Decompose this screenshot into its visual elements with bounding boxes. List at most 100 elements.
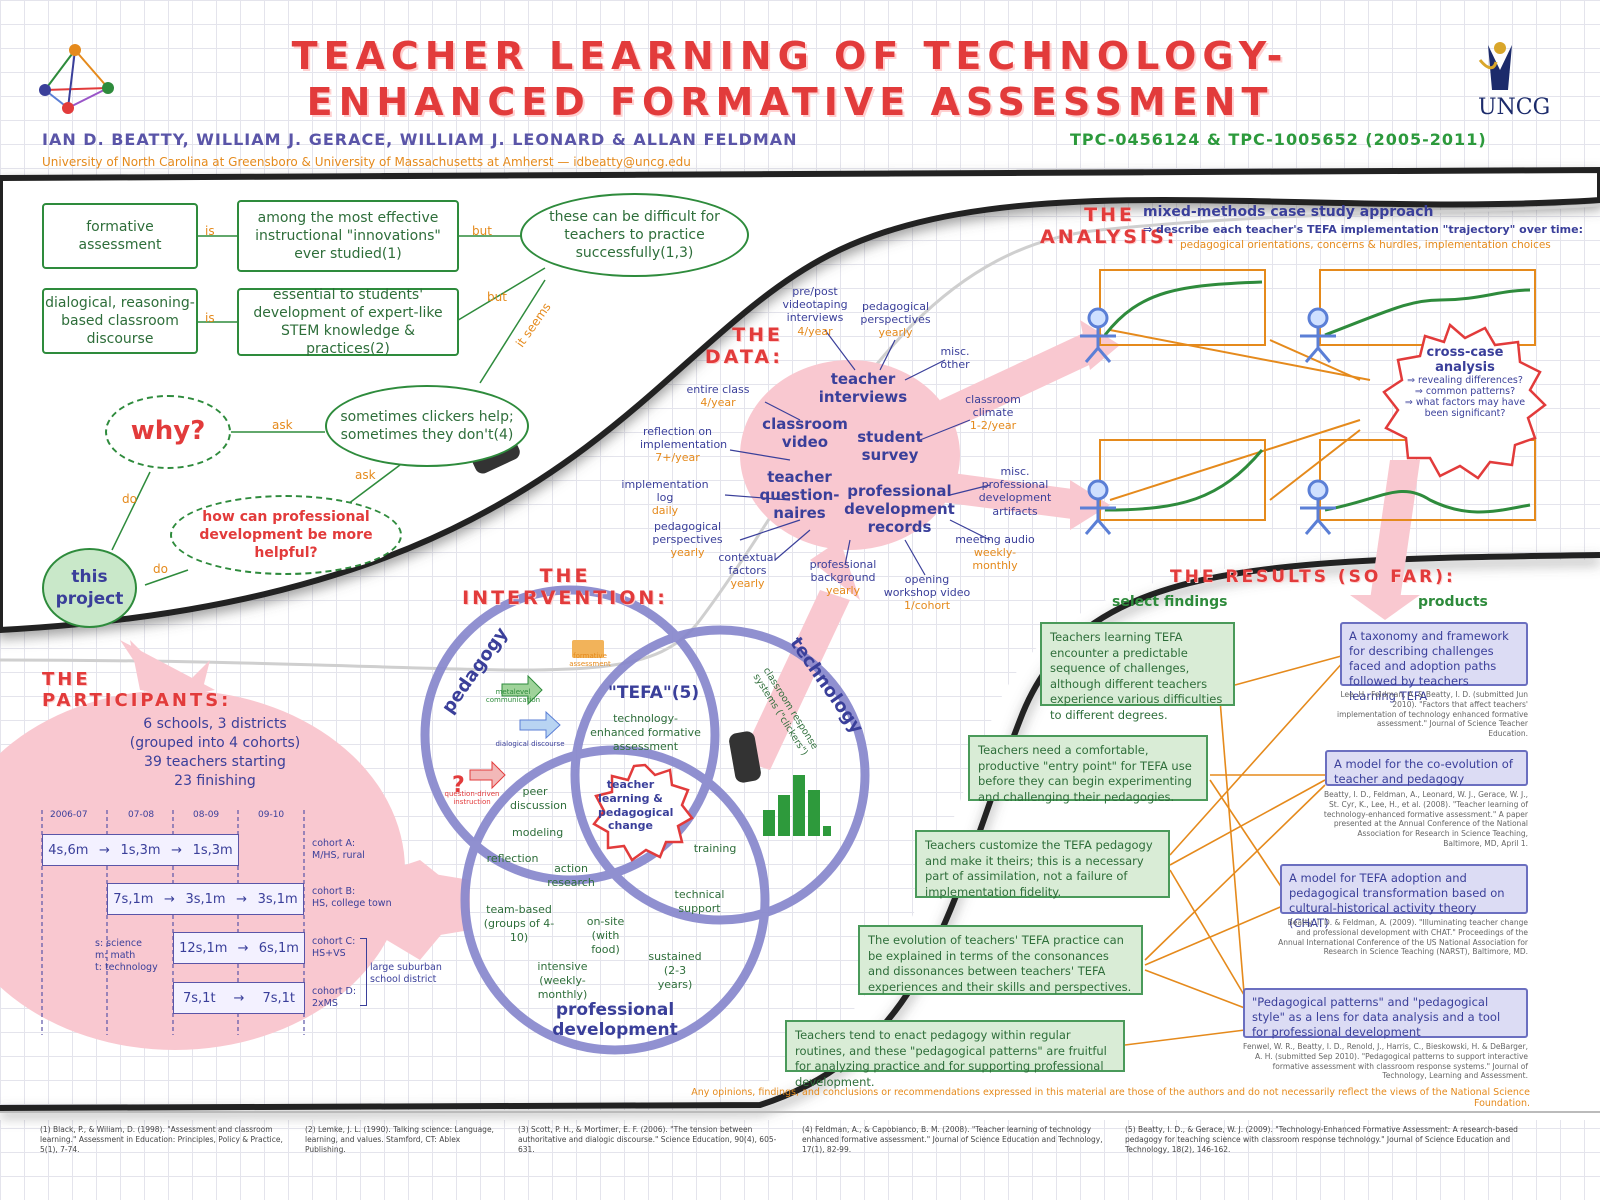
reference-2: (2) Lemke, J. L. (1990). Talking science… <box>305 1125 494 1154</box>
icon-question-driven: question-driven instruction <box>444 790 500 807</box>
link-do-1: do <box>122 492 137 506</box>
link-is-1: is <box>205 224 215 238</box>
results-heading: THE RESULTS (SO FAR): <box>1170 567 1456 587</box>
product-1-cite: Lee, H., Feldman, A. & Beatty, I. D. (su… <box>1337 690 1528 738</box>
district-bracket <box>360 938 367 1006</box>
reference-5: (5) Beatty, I. D., & Gerace, W. J. (2009… <box>1125 1125 1518 1154</box>
data-pd-records: professional development records <box>844 482 955 536</box>
link-ask-2: ask <box>355 468 376 482</box>
cohort-b-label: cohort B:HS, college town <box>312 886 392 909</box>
title-line-1: TEACHER LEARNING OF TECHNOLOGY- <box>291 34 1289 78</box>
formative-assessment-box: formative assessment <box>42 203 198 269</box>
participants-summary: 6 schools, 3 districts (grouped into 4 c… <box>129 716 301 789</box>
year-4: 09-10 <box>258 810 285 820</box>
logo-tetrahedron <box>39 44 114 114</box>
data-teacher-questionnaires: teacher question-naires <box>759 468 840 522</box>
this-project-cloud: this project <box>42 548 137 628</box>
analysis-method: mixed-methods case study approach <box>1143 204 1434 220</box>
analysis-graphs <box>1099 269 1536 521</box>
cohort-a-label: cohort A:M/HS, rural <box>312 838 365 861</box>
classroom-discourse-box: dialogical, reasoning-based classroom di… <box>42 288 198 354</box>
uncg-logo-text: UNCG <box>1478 95 1551 120</box>
difficult-oval: these can be difficult for teachers to p… <box>520 193 749 277</box>
finding-3: Teachers customize the TEFA pedagogy and… <box>915 830 1170 899</box>
link-is-2: is <box>205 311 215 325</box>
year-1: 2006-07 <box>50 810 88 820</box>
grant-numbers: TPC-0456124 & TPC-1005652 (2005-2011) <box>1070 130 1487 149</box>
icon-formative-assessment: formative assessment <box>569 652 611 669</box>
product-2-cite: Beatty, I. D., Feldman, A., Leonard, W. … <box>1323 790 1528 848</box>
pedagogy-icons: ? <box>452 640 604 798</box>
pd-peer-discussion: peer discussion <box>510 785 568 812</box>
cohort-c-label: cohort C:HS+VS <box>312 936 356 959</box>
cohort-c-timeline: 12s,1m→6s,1m <box>173 932 305 964</box>
results-products-header: products <box>1418 594 1488 610</box>
product-4: "Pedagogical patterns" and "pedagogical … <box>1243 988 1528 1039</box>
data-source-misc-other: misc. other <box>940 345 970 372</box>
reference-4: (4) Feldman, A., & Capobianco, B. M. (20… <box>802 1125 1103 1154</box>
product-3: A model for TEFA adoption and pedagogica… <box>1280 864 1528 930</box>
pd-reflection: reflection <box>486 852 539 865</box>
svg-text:?: ? <box>452 773 465 798</box>
clicker-bar-chart <box>763 775 831 836</box>
pd-modeling: modeling <box>512 826 564 839</box>
finding-1: Teachers learning TEFA encounter a predi… <box>1040 622 1235 722</box>
pd-action-research: action research <box>547 862 595 889</box>
pd-sustained: sustained (2-3 years) <box>648 950 702 991</box>
product-2: A model for the co-evolution of teacher … <box>1325 750 1528 786</box>
pd-intensive: intensive (weekly-monthly) <box>537 960 588 1001</box>
cross-case-analysis: cross-case analysis ⇒ revealing differen… <box>1404 345 1526 419</box>
cross-case-starburst <box>1382 322 1547 480</box>
authors: IAN D. BEATTY, WILLIAM J. GERACE, WILLIA… <box>42 130 798 149</box>
why-cloud: why? <box>105 395 231 469</box>
uncg-logo-figure <box>1478 42 1512 90</box>
venn-circles <box>420 585 870 1055</box>
cohort-d-label: cohort D:2xMS <box>312 986 357 1009</box>
reference-1: (1) Black, P., & Wiliam, D. (1998). "Ass… <box>40 1125 283 1154</box>
title-line-2: ENHANCED FORMATIVE ASSESSMENT <box>306 80 1274 124</box>
pd-technical-support: technical support <box>674 888 725 915</box>
affiliation: University of North Carolina at Greensbo… <box>42 155 691 169</box>
year-3: 08-09 <box>193 810 220 820</box>
data-classroom-video: classroom video <box>762 415 848 451</box>
results-findings-header: select findings <box>1112 594 1228 610</box>
concept-arrows <box>111 235 546 586</box>
pd-training: training <box>693 842 737 855</box>
cohort-d-timeline: 7s,1t→7s,1t <box>173 982 305 1014</box>
icon-metalevel: metalevel communication <box>485 688 541 705</box>
product-3-cite: Beatty, I. D. & Feldman, A. (2009). "Ill… <box>1278 918 1528 957</box>
data-student-survey: student survey <box>857 428 923 464</box>
cohort-a-timeline: 4s,6m→1s,3m→1s,3m <box>42 834 239 866</box>
pd-on-site: on-site (with food) <box>586 915 625 956</box>
clickers-oval: sometimes clickers help; sometimes they … <box>325 385 529 467</box>
cohort-b-timeline: 7s,1m→3s,1m→3s,1m <box>107 883 304 915</box>
results-arrows <box>1124 654 1346 1046</box>
reference-3: (3) Scott, P. H., & Mortimer, E. F. (200… <box>518 1125 777 1154</box>
venn-center: teacher learning & pedagogical change <box>598 778 674 833</box>
link-do-2: do <box>153 562 168 576</box>
finding-4: The evolution of teachers' TEFA practice… <box>858 925 1143 995</box>
link-but-2: but <box>487 290 507 304</box>
finding-2: Teachers need a comfortable, productive … <box>968 735 1208 804</box>
data-teacher-interviews: teacher interviews <box>818 370 908 406</box>
link-but-1: but <box>472 224 492 238</box>
finding-5: Teachers tend to enact pedagogy within r… <box>785 1020 1125 1089</box>
how-pd-cloud: how can professional development be more… <box>170 495 402 575</box>
data-spokes <box>724 329 991 576</box>
data-blob <box>740 360 960 550</box>
icon-dialogical: dialogical discourse <box>495 740 565 748</box>
district-label: large suburban school district <box>370 962 442 985</box>
analysis-describe: ⇒ describe each teacher's TEFA implement… <box>1143 223 1583 236</box>
